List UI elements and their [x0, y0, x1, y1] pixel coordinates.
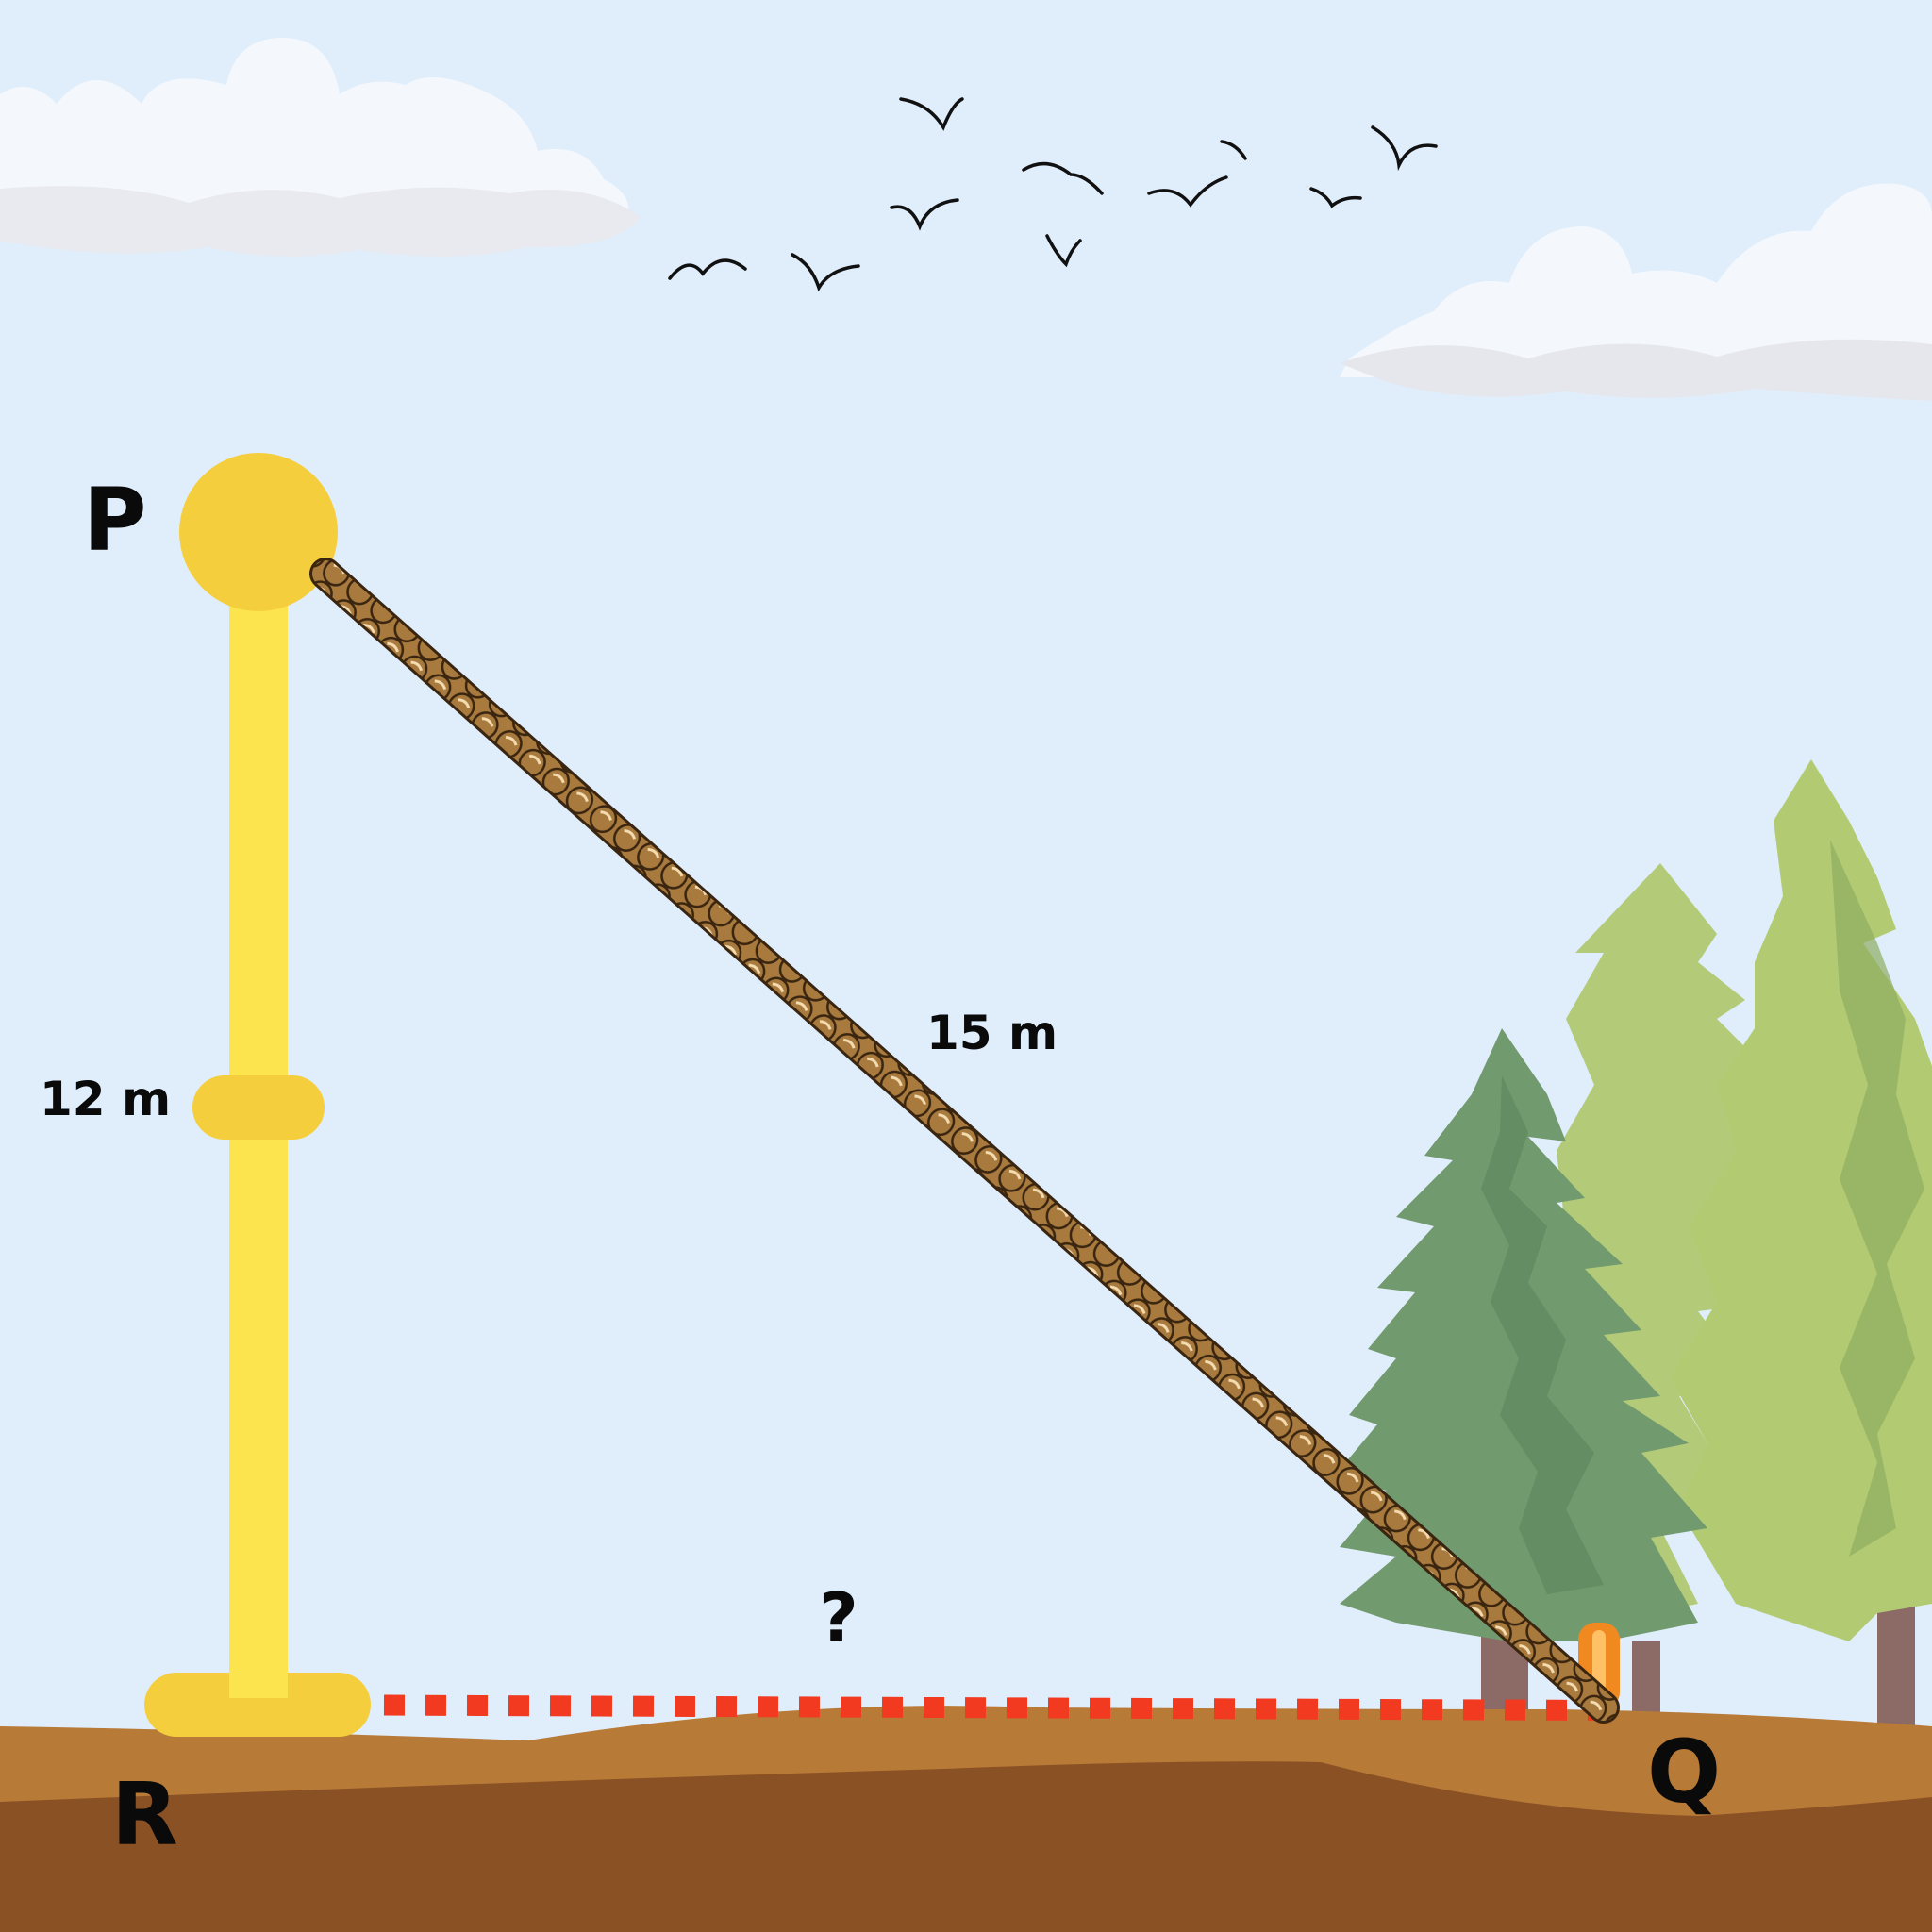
bird-icon: [890, 198, 959, 231]
point-label-q: Q: [1647, 1722, 1721, 1823]
point-label-p: P: [83, 470, 146, 571]
pole-base: [144, 1673, 371, 1737]
bird-icon: [1147, 175, 1228, 208]
bird-icon: [668, 258, 747, 280]
pole-top-ball: [179, 453, 338, 611]
cloud-right: [1340, 183, 1932, 401]
birds-flock: [668, 97, 1438, 292]
bird-icon: [1220, 140, 1247, 160]
bird-icon: [1309, 187, 1362, 208]
tree-front-shade: [1481, 1075, 1604, 1594]
tree-right-shade: [1830, 840, 1924, 1557]
bird-icon: [1045, 234, 1082, 268]
pole-collar: [192, 1075, 325, 1140]
pole-height-label: 12 m: [40, 1072, 171, 1126]
bird-icon: [1022, 161, 1104, 195]
ground-bottom: [0, 1761, 1932, 1932]
rope: [309, 558, 1620, 1724]
unknown-distance-label: ?: [819, 1578, 858, 1657]
bird-icon: [1371, 125, 1438, 172]
rope-length-label: 15 m: [926, 1006, 1058, 1060]
bird-icon: [791, 253, 860, 292]
tree-trunk: [1877, 1594, 1915, 1736]
trees: [1330, 759, 1932, 1736]
pole: [144, 453, 371, 1737]
cloud-left: [0, 38, 641, 257]
point-label-r: R: [111, 1764, 178, 1865]
bird-icon: [899, 97, 964, 131]
unknown-distance-line: [258, 1694, 1605, 1721]
